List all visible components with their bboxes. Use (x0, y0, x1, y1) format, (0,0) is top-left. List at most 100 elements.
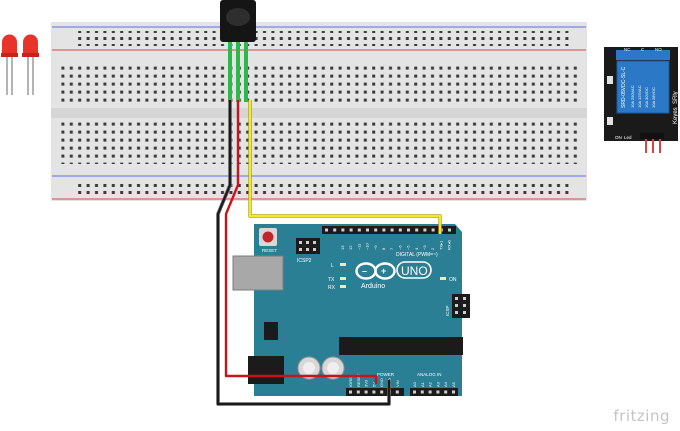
power-label: POWER (377, 372, 395, 377)
header-pin (436, 390, 440, 394)
header-pin (390, 228, 394, 232)
power-jack (248, 356, 284, 384)
bottom-power-rail (52, 175, 586, 200)
wire-black (216, 100, 391, 406)
logo-minus: – (362, 266, 367, 276)
uno-text: UNO (401, 264, 428, 278)
relay-rating-2: 10A 125VAC (637, 85, 642, 108)
pin-label: 12 (348, 245, 353, 250)
usb-connector (232, 255, 284, 291)
header-pin (415, 228, 419, 232)
led-1 (1, 34, 18, 95)
header-pin (366, 228, 369, 232)
pin-label: A2 (428, 381, 433, 387)
pin-label: ~6 (397, 245, 402, 250)
relay-indicator (607, 76, 613, 84)
pin-label: 4 (414, 247, 419, 250)
terminal-strip-bottom (57, 122, 579, 164)
capacitor-1-top (303, 362, 315, 374)
header-pin (420, 390, 424, 394)
led-rx (340, 285, 346, 288)
pin-label: A4 (443, 381, 448, 387)
pin-label: A3 (435, 381, 440, 387)
relay-rating-4: 10A 28VDC (651, 87, 656, 108)
header-pin (356, 390, 360, 394)
ir-pin (244, 42, 248, 102)
ir-receiver-dome (226, 8, 250, 26)
uno-badge (396, 261, 432, 279)
pin-label: A5 (451, 381, 456, 387)
pin-label: 8 (381, 247, 386, 250)
analog-label: ANALOG IN (417, 372, 442, 377)
pin-label: 5V (371, 382, 376, 387)
header-pin (333, 228, 337, 232)
mcu-chip (339, 337, 463, 355)
relay-coil-box (616, 60, 670, 114)
relay-brand: Keyes_SRly (673, 91, 679, 124)
header-pin (431, 228, 435, 232)
voltage-regulator (264, 322, 278, 340)
digital-header (322, 226, 456, 234)
tx-label: TX (328, 277, 335, 283)
pin-label: ~11 (356, 243, 361, 250)
header-pin (364, 390, 368, 394)
led-l (340, 263, 346, 266)
pin-label: ~3 (422, 245, 427, 250)
relay-pin-header (640, 133, 664, 139)
header-pin (407, 228, 410, 232)
pin-label: IOREF (348, 374, 353, 387)
wire-red (224, 100, 378, 384)
header-pin (398, 228, 402, 232)
pin-label: VIN (395, 380, 400, 387)
relay-rating-1: 10A 250VAC (630, 85, 635, 108)
fritzing-watermark: fritzing (613, 407, 670, 425)
led-tx (340, 277, 346, 280)
analog-header-pins (413, 390, 455, 394)
led-on (440, 277, 446, 280)
analog-header (410, 388, 458, 396)
header-pin (382, 228, 386, 232)
breadboard (51, 22, 587, 201)
center-channel (51, 108, 587, 118)
pin-label: ~10 (365, 242, 370, 250)
pin-label: ~9 (373, 245, 378, 250)
rail-holes (74, 180, 569, 195)
arduino-brand: Arduino (361, 283, 385, 290)
reset-label: RESET (262, 248, 277, 253)
pin-label: TX▸1 (438, 240, 443, 250)
digital-label: DIGITAL (PWM=~) (396, 252, 438, 258)
icsp-label: ICSP (445, 305, 450, 316)
pin-label: RX◂0 (447, 239, 452, 250)
icsp2-label: ICSP2 (297, 258, 312, 264)
header-pin (325, 228, 328, 232)
l-label: L (331, 263, 334, 269)
logo-plus: + (381, 266, 386, 276)
relay-module: NC C NO SRD-05VDC-SL-C 10A 250VAC 10A 12… (604, 47, 679, 153)
header-pin (428, 390, 432, 394)
header-pin (374, 228, 378, 232)
led-rim (22, 53, 39, 57)
led-body (2, 34, 17, 56)
pin-label: A1 (420, 381, 425, 387)
ir-receiver (220, 0, 256, 102)
relay-pin-no: NO (655, 47, 662, 52)
pin-label: RESET (356, 373, 361, 387)
on-label: ON (449, 277, 457, 283)
rail-holes (74, 31, 569, 46)
terminal-strip-top (57, 63, 579, 105)
wires (216, 100, 442, 406)
pin-label: 2 (430, 247, 435, 250)
led-2 (22, 34, 39, 95)
relay-model: SRD-05VDC-SL-C (621, 66, 627, 108)
wire-yellow (248, 100, 442, 234)
pin-label: GND (379, 378, 384, 387)
header-pin (413, 390, 416, 394)
pin-label: A0 (412, 381, 417, 387)
header-pin (349, 390, 352, 394)
header-pin (395, 390, 399, 394)
ir-pin (228, 42, 232, 102)
icsp2-header (296, 238, 320, 254)
